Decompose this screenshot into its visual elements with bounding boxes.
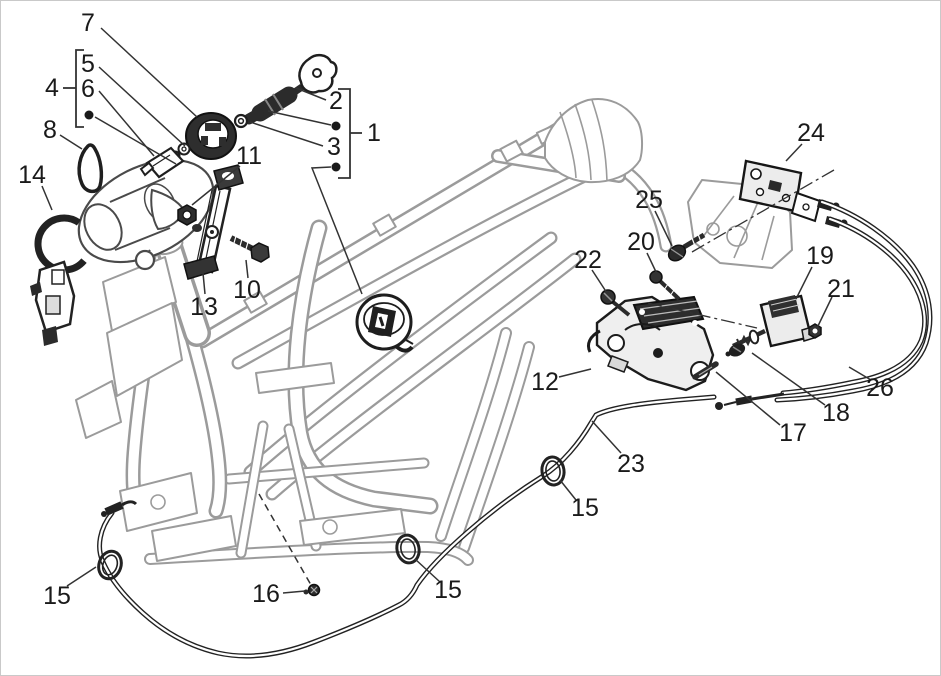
part-21-nut	[808, 323, 822, 339]
callout-13: 13	[190, 293, 218, 321]
part-16-screw	[303, 583, 321, 597]
fuel-cap-lock	[355, 293, 414, 353]
part-1-lock-cylinder	[243, 86, 298, 125]
bracket-dot-0	[331, 121, 341, 131]
frame-artwork	[75, 98, 793, 566]
part-12-seat-latch	[586, 295, 715, 392]
axis-line-19-axis	[647, 302, 758, 329]
leader-line-4	[94, 116, 177, 165]
callout-1: 1	[367, 119, 381, 147]
leader-line-23	[591, 420, 622, 454]
leader-line-19	[795, 266, 813, 300]
callout-3: 3	[327, 133, 341, 161]
callout-23: 23	[617, 450, 645, 478]
part-3-washer	[233, 113, 249, 129]
leader-line-24	[785, 143, 803, 162]
leader-line-10	[245, 259, 249, 279]
part-20-bolt	[649, 270, 681, 301]
leader-line-2	[295, 87, 327, 101]
parts-artwork	[30, 53, 933, 659]
leader-line-22	[591, 269, 608, 294]
lock-body-art	[139, 146, 185, 179]
leader-line-15c	[559, 479, 577, 501]
callout-21: 21	[827, 275, 855, 303]
lock-bolt-ball	[134, 249, 156, 271]
leader-line-16	[282, 590, 306, 594]
callout-25: 25	[635, 186, 663, 214]
part-18-cap	[725, 343, 746, 357]
bracket-dot-1	[331, 162, 341, 172]
callout-5: 5	[81, 50, 95, 78]
part-22-screw	[600, 289, 631, 317]
callout-17: 17	[779, 419, 807, 447]
dashed-leader-16-axis	[258, 493, 312, 586]
leader-lines	[41, 27, 872, 594]
callout-19: 19	[806, 242, 834, 270]
cable-26-art	[715, 199, 933, 410]
leader-line-13	[202, 272, 206, 295]
callout-18: 18	[822, 399, 850, 427]
leader-line-12	[558, 368, 592, 378]
callout-2: 2	[329, 87, 343, 115]
callout-14: 14	[18, 161, 46, 189]
part-11-nut	[177, 204, 202, 232]
callout-4: 4	[45, 74, 59, 102]
part-25-screw	[667, 232, 706, 262]
leader-line-11	[191, 165, 241, 206]
leader-line-7	[100, 27, 198, 118]
callout-12: 12	[531, 368, 559, 396]
leader-line-17	[715, 371, 781, 426]
leader-line-8	[59, 134, 83, 150]
callout-15b: 15	[434, 576, 462, 604]
part-15-loop	[540, 455, 566, 487]
leader-line-18	[751, 352, 826, 406]
callout-26: 26	[866, 374, 894, 402]
callout-15a: 15	[43, 582, 71, 610]
leader-line-26	[848, 366, 872, 381]
cable-23-art	[97, 394, 717, 659]
callout-24: 24	[797, 119, 825, 147]
callout-8: 8	[43, 116, 57, 144]
part-17-pin	[692, 361, 719, 380]
bracket-dot-2	[84, 110, 94, 120]
leader-line-5	[98, 66, 186, 147]
leader-line-14	[41, 185, 53, 211]
callout-7: 7	[81, 9, 95, 37]
leader-line-15b	[414, 558, 441, 583]
callout-11: 11	[236, 142, 262, 170]
part-7-lock-flange	[185, 112, 237, 160]
part-5-washer	[177, 142, 191, 156]
axis-line-25-axis	[691, 169, 835, 253]
callout-22: 22	[574, 246, 602, 274]
part-15-loop	[395, 533, 421, 565]
leader-line-20	[646, 252, 658, 275]
callout-15c: 15	[571, 494, 599, 522]
lock-housing-art	[77, 158, 215, 271]
leader-line-1b	[310, 166, 363, 295]
part-15-loop	[97, 549, 123, 581]
part-8-gasket	[77, 143, 104, 194]
part-10-bolt	[229, 235, 270, 263]
callout-6: 6	[81, 75, 95, 103]
callout-10: 10	[233, 276, 261, 304]
callout-16: 16	[252, 580, 280, 608]
leader-line-1a	[267, 110, 332, 126]
leader-line-21	[816, 296, 833, 329]
leader-line-25	[654, 210, 673, 247]
leader-line-3	[249, 121, 324, 147]
callout-20: 20	[627, 228, 655, 256]
leader-line-15a	[66, 566, 97, 587]
part-19-actuator	[732, 294, 815, 349]
